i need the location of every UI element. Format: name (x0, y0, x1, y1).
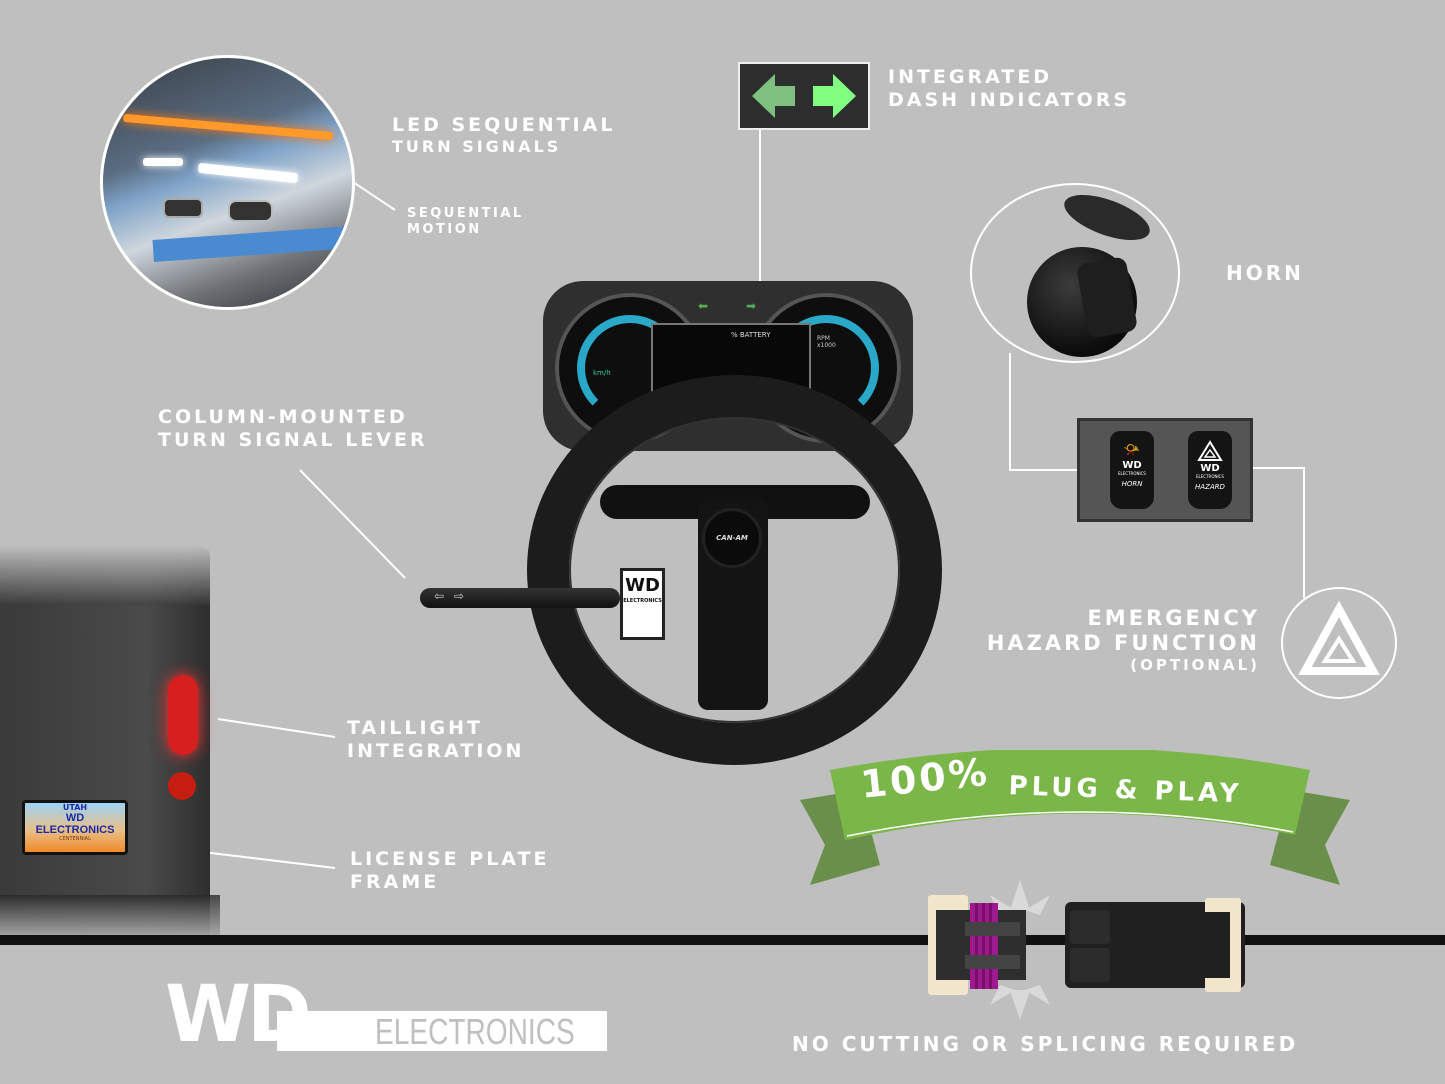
plate-state: UTAH (62, 803, 88, 812)
dash-left-arrow-icon: ⬅ (698, 299, 709, 313)
license-plate: UTAH WD ELECTRONICS CENTENNIAL (22, 800, 128, 855)
label-line: FRAME (350, 870, 440, 893)
reflector (168, 772, 196, 800)
label-line: TURN SIGNAL LEVER (158, 428, 428, 451)
column-lever-label: COLUMN-MOUNTED TURN SIGNAL LEVER (158, 406, 428, 452)
taillight (168, 675, 198, 755)
horn-icon (1022, 185, 1156, 357)
lever-right-arrow-icon: ⇨ (454, 589, 465, 603)
sequential-motion-label: SEQUENTIAL MOTION (407, 206, 524, 237)
hazard-label: EMERGENCY HAZARD FUNCTION (OPTIONAL) (960, 606, 1260, 674)
switch-label: HORN (1121, 480, 1143, 488)
connector-pair-icon (928, 880, 1245, 1020)
battery-label: % BATTERY (731, 331, 771, 339)
label-line: TURN SIGNALS (392, 136, 562, 156)
hazard-triangle-icon (1197, 440, 1223, 461)
hazard-triangle-icon (1298, 600, 1380, 675)
horn-photo (970, 183, 1180, 363)
label-line: LICENSE PLATE (350, 848, 550, 870)
horn-label: HORN (1226, 261, 1304, 285)
wd-module: WD ELECTRONICS (620, 568, 665, 640)
module-brand: WD (625, 575, 660, 596)
rpm-label: RPM x1000 (817, 335, 836, 349)
plate-text: WD ELECTRONICS (35, 812, 115, 836)
label-line: MOTION (407, 221, 482, 237)
label-line: (OPTIONAL) (1130, 656, 1260, 675)
label-line: INTEGRATION (347, 739, 525, 762)
switch-brand: WD (1122, 460, 1142, 471)
utv-bed (0, 545, 210, 605)
logo-word: ELECTRONICS (375, 1011, 575, 1052)
label-line: INTEGRATED (888, 66, 1053, 88)
horn-glyph-icon: 📯 (1123, 443, 1141, 458)
switch-label: HAZARD (1195, 483, 1225, 491)
switch-brand: WD (1200, 463, 1220, 474)
lever-left-arrow-icon: ⇦ (434, 589, 445, 603)
led-sequential-label: LED SEQUENTIAL TURN SIGNALS (392, 114, 615, 156)
speed-unit: km/h (593, 369, 611, 377)
turn-arrows-icon (752, 74, 856, 118)
taillight-label: TAILLIGHT INTEGRATION (347, 717, 524, 763)
label-line: LED SEQUENTIAL (392, 114, 616, 136)
label-line: EMERGENCY (1087, 606, 1260, 630)
turn-signal-lever[interactable]: ⇦ ⇨ (420, 588, 620, 608)
label-line: SEQUENTIAL (407, 206, 524, 221)
license-plate-label: LICENSE PLATE FRAME (350, 848, 549, 894)
module-sub: ELECTRONICS (623, 598, 662, 604)
label-line: HAZARD FUNCTION (986, 631, 1260, 656)
headlight-photo (100, 55, 355, 310)
dash-right-arrow-icon: ➡ (746, 299, 757, 313)
banner-percent: 100% (858, 749, 992, 807)
horn-switch[interactable]: 📯 WD ELECTRONICS HORN (1110, 431, 1154, 509)
plug-play-banner (800, 750, 1350, 885)
hazard-switch[interactable]: WD ELECTRONICS HAZARD (1188, 431, 1232, 509)
label-line: COLUMN-MOUNTED (158, 406, 408, 428)
tagline: NO CUTTING OR SPLICING REQUIRED (792, 1032, 1299, 1056)
switch-panel: 📯 WD ELECTRONICS HORN WD ELECTRONICS HAZ… (1077, 418, 1253, 522)
dash-indicators-label: INTEGRATED DASH INDICATORS (888, 66, 1130, 112)
banner-text-label: PLUG & PLAY (1008, 771, 1244, 810)
switch-brand-sub: ELECTRONICS (1196, 474, 1224, 479)
hazard-circle (1281, 587, 1397, 699)
label-line: DASH INDICATORS (888, 88, 1131, 111)
wire-cable (0, 935, 1445, 945)
label-line: TAILLIGHT (347, 717, 483, 739)
steering-hub: CAN-AM (702, 508, 762, 568)
switch-brand-sub: ELECTRONICS (1118, 471, 1146, 476)
plate-bottom: CENTENNIAL (59, 836, 91, 842)
dash-indicator-box (738, 62, 870, 130)
